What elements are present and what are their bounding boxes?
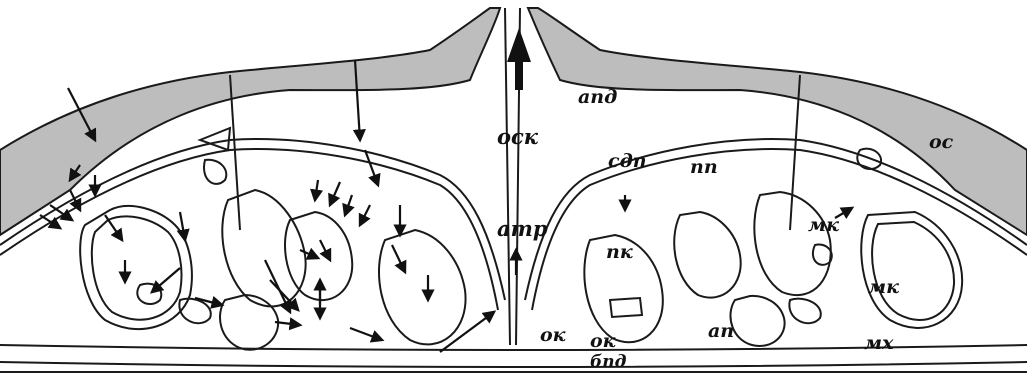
label-pp: пп bbox=[690, 158, 718, 177]
arrow-icon bbox=[300, 250, 318, 258]
arrow-icon bbox=[330, 182, 340, 205]
arrow-icon bbox=[392, 245, 405, 272]
arrow-icon bbox=[315, 180, 318, 200]
label-apd: апд bbox=[578, 88, 617, 107]
arrow-icon bbox=[320, 240, 330, 260]
right-lobules bbox=[584, 149, 962, 346]
label-pk: пк bbox=[606, 243, 633, 262]
left-lobules bbox=[80, 128, 465, 350]
large-up-arrow-icon bbox=[507, 28, 531, 90]
label-ok-left: ок bbox=[540, 326, 566, 345]
arrow-icon bbox=[350, 328, 382, 340]
label-mk-upper: мк bbox=[808, 216, 839, 235]
label-os: ос bbox=[929, 133, 953, 152]
arrow-icon bbox=[345, 195, 352, 215]
arrow-icon bbox=[365, 150, 378, 185]
right-gray-band bbox=[528, 8, 1027, 235]
label-ap: ап bbox=[708, 322, 734, 341]
arrow-icon bbox=[152, 268, 180, 292]
label-bpd: бпд bbox=[590, 354, 626, 371]
arrow-icon bbox=[440, 312, 494, 352]
label-mk-lower: мк bbox=[868, 278, 899, 297]
label-mkh: мх bbox=[864, 334, 893, 353]
label-ok-right: ок bbox=[590, 332, 616, 351]
label-sdp: сдп bbox=[608, 152, 647, 171]
arrow-icon bbox=[360, 205, 370, 225]
label-osk: оск bbox=[497, 126, 538, 147]
label-atr: атр bbox=[497, 218, 548, 239]
